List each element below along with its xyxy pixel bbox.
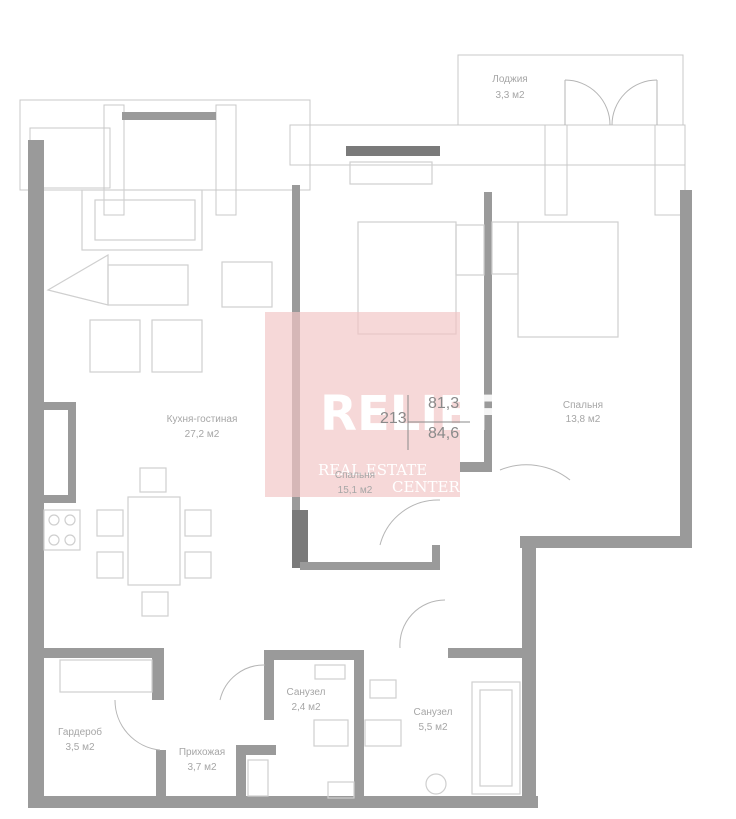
room-bathroom-name: Санузел: [414, 707, 453, 718]
room-bedroom-name: Спальня: [563, 400, 603, 411]
room-bedroom2-area: 15,1 м2: [338, 485, 373, 496]
unit-area-living: 81,3: [428, 395, 459, 412]
room-hall-area: 3,7 м2: [187, 762, 217, 773]
room-wc-name: Санузел: [287, 687, 326, 698]
room-bedroom-area: 13,8 м2: [566, 414, 601, 425]
unit-number: 213: [380, 410, 407, 427]
watermark-box: [265, 312, 460, 497]
room-kitchen-name: Кухня-гостиная: [167, 414, 238, 425]
room-kitchen-area: 27,2 м2: [185, 429, 220, 440]
room-bathroom-area: 5,5 м2: [418, 722, 448, 733]
room-bedroom2-name: Спальня: [335, 470, 375, 481]
room-wardrobe-name: Гардероб: [58, 726, 102, 738]
watermark-logo: RELIEF REAL ESTATE CENTER: [265, 312, 504, 497]
room-labels: Лоджия 3,3 м2 Кухня-гостиная 27,2 м2 Спа…: [58, 74, 603, 773]
room-wardrobe-area: 3,5 м2: [65, 742, 95, 753]
room-loggia-name: Лоджия: [492, 74, 527, 85]
watermark-brand: RELIEF: [320, 386, 504, 442]
window-outlines: [19, 54, 686, 216]
watermark-line2: CENTER: [392, 478, 461, 496]
room-wc-area: 2,4 м2: [291, 702, 321, 713]
room-loggia-area: 3,3 м2: [495, 90, 525, 101]
columns: [103, 104, 568, 216]
unit-area-total: 84,6: [428, 425, 459, 442]
room-hall-name: Прихожая: [179, 747, 225, 758]
watermark-line1: REAL ESTATE: [318, 461, 427, 479]
unit-info: 213 81,3 84,6: [380, 395, 470, 450]
doors: [114, 79, 658, 751]
